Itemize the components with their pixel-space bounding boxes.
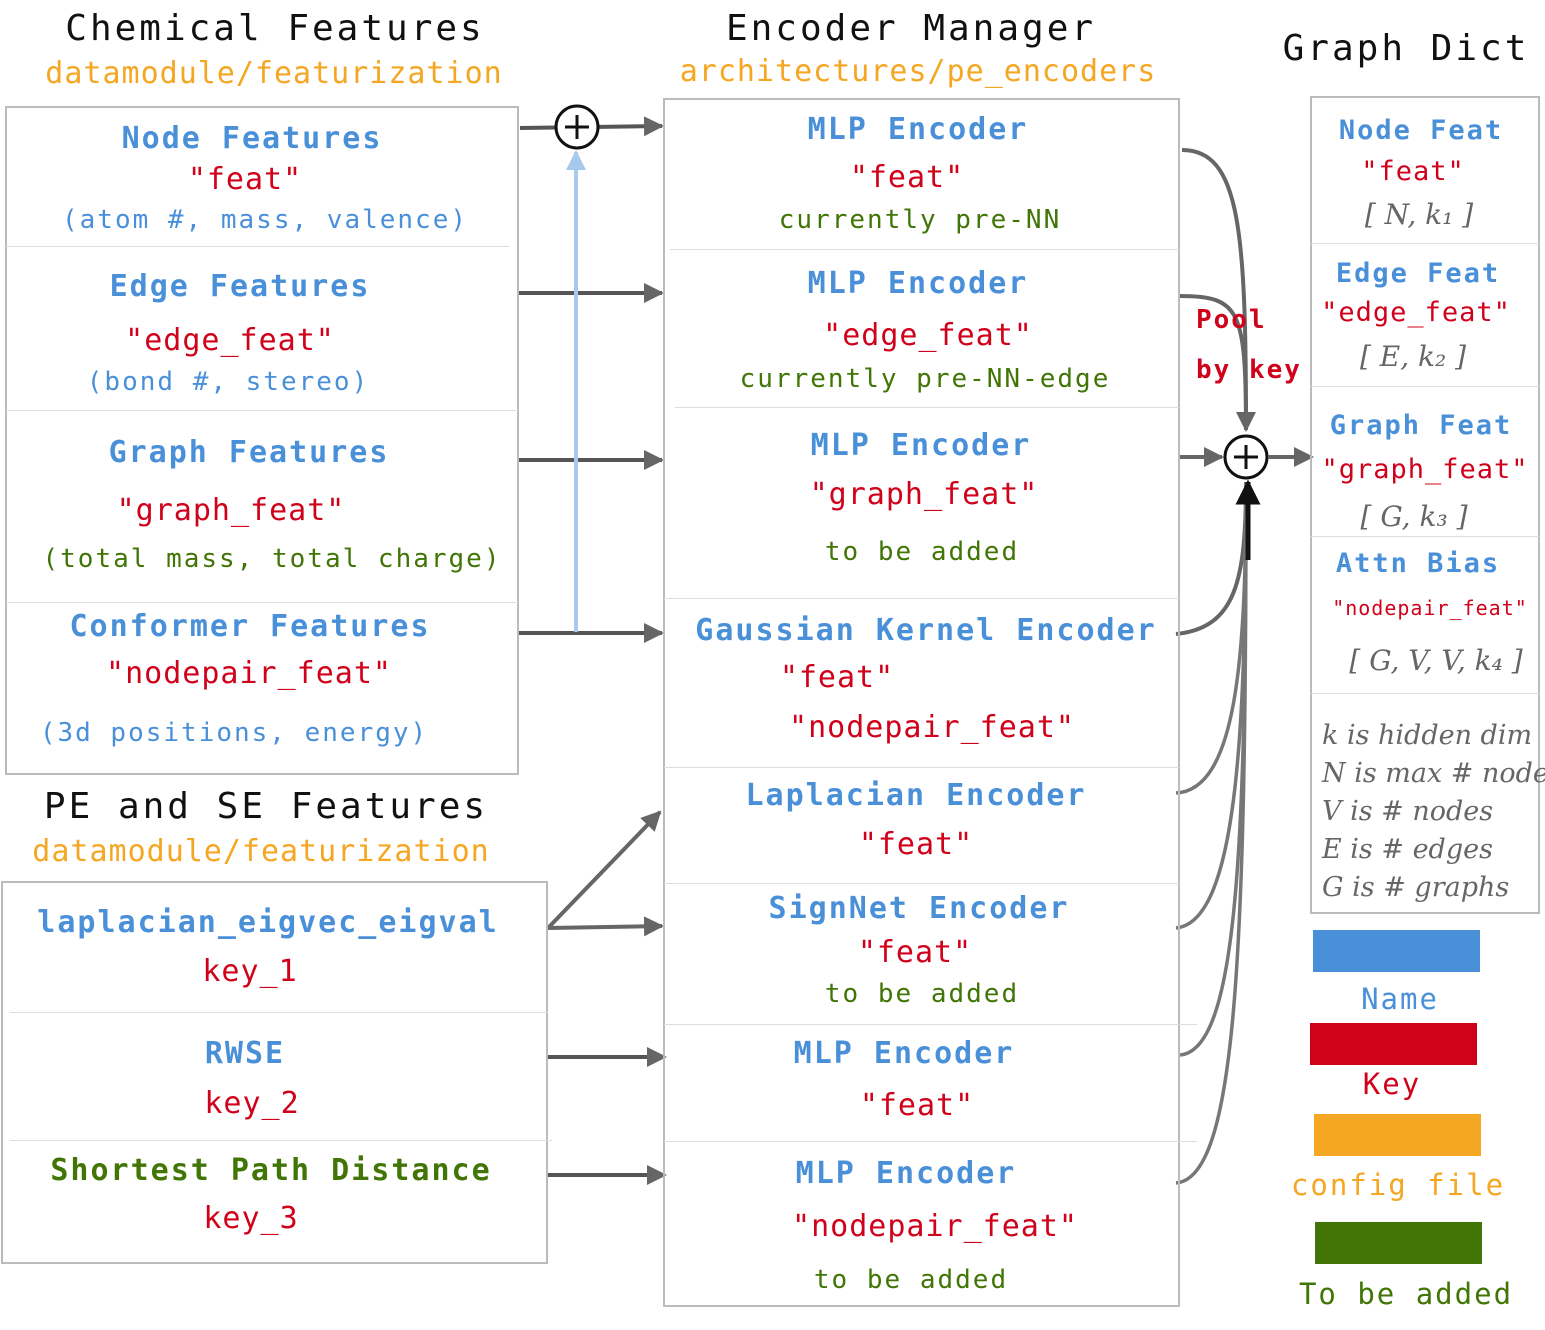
- dict-node-name: Node Feat: [1338, 115, 1504, 146]
- curve-enc-6: [1175, 481, 1248, 930]
- rwse-name: RWSE: [204, 1036, 286, 1071]
- graph-features-desc: (total mass, total charge): [42, 544, 502, 574]
- legend-label-name: Name: [1361, 982, 1439, 1016]
- curve-enc-4: [1175, 481, 1248, 636]
- encoder-3-note: to be added: [824, 537, 1020, 567]
- encoder-1-note: currently pre-NN: [778, 205, 1062, 235]
- encoder-2-note: currently pre-NN-edge: [739, 364, 1111, 394]
- encoder-8-key: "nodepair_feat": [792, 1209, 1078, 1244]
- curve-enc-5: [1175, 481, 1248, 795]
- pese-title: PE and SE Features: [43, 786, 489, 827]
- encoder-6-key: "feat": [857, 935, 973, 970]
- dict-note-5: G is # graphs: [1322, 872, 1510, 903]
- node-features-desc: (atom #, mass, valence): [61, 205, 469, 235]
- laplacian-eigvec-key: key_1: [202, 954, 298, 989]
- dict-graph-name: Graph Feat: [1329, 410, 1513, 441]
- edge-features-desc: (bond #, stereo): [86, 367, 370, 397]
- dict-note-2: N is max # nodes: [1322, 758, 1545, 789]
- arrow-laplacian-to-laplacian: [546, 810, 662, 930]
- node-features-key: "feat": [187, 162, 303, 197]
- edge-features-name: Edge Features: [109, 269, 371, 304]
- curve-enc-8: [1175, 481, 1248, 1185]
- dict-note-3: V is # nodes: [1322, 796, 1494, 827]
- node-features-name: Node Features: [121, 121, 383, 156]
- dict-attn-shape: [ G, V, V, k₄ ]: [1349, 644, 1523, 677]
- pese-features-box: [1, 881, 548, 1264]
- encoder-title: Encoder Manager: [725, 8, 1097, 49]
- encoder-7-key: "feat": [859, 1088, 975, 1123]
- arrow-laplacian-to-signnet: [547, 916, 664, 937]
- encoder-config: architectures/pe_encoders: [679, 54, 1157, 89]
- dict-graph-key: "graph_feat": [1321, 454, 1529, 485]
- conformer-features-name: Conformer Features: [69, 609, 431, 644]
- pool-label-line2: by key: [1196, 355, 1302, 385]
- curve-enc-2: [1179, 294, 1248, 431]
- encoder-7-name: MLP Encoder: [793, 1036, 1015, 1071]
- dict-attn-name: Attn Bias: [1335, 548, 1501, 579]
- pool-label-line1: Pool: [1196, 305, 1267, 335]
- encoder-8-note: to be added: [813, 1265, 1009, 1295]
- encoder-4-key2: "nodepair_feat": [789, 710, 1075, 745]
- encoder-3-name: MLP Encoder: [810, 428, 1032, 463]
- encoder-manager-box: [663, 98, 1180, 1307]
- legend-swatch-name: [1313, 930, 1480, 972]
- encoder-5-key: "feat": [858, 827, 974, 862]
- curve-enc-1: [1181, 148, 1256, 432]
- dict-edge-key: "edge_feat": [1321, 297, 1511, 328]
- dict-attn-key: "nodepair_feat": [1332, 596, 1528, 620]
- encoder-6-name: SignNet Encoder: [768, 891, 1070, 926]
- conformer-features-desc: (3d positions, energy): [39, 718, 429, 748]
- laplacian-eigvec-name: laplacian_eigvec_eigval: [37, 905, 499, 940]
- encoder-4-name: Gaussian Kernel Encoder: [695, 613, 1157, 648]
- encoder-6-note: to be added: [824, 979, 1020, 1009]
- chemical-title: Chemical Features: [65, 8, 485, 49]
- pese-config: datamodule/featurization: [32, 834, 490, 869]
- conformer-features-key: "nodepair_feat": [106, 656, 392, 691]
- legend-label-to-be-added: To be added: [1298, 1277, 1514, 1311]
- graph-dict-box: [1310, 96, 1540, 914]
- dict-node-key: "feat": [1361, 156, 1465, 187]
- encoder-5-name: Laplacian Encoder: [745, 778, 1087, 813]
- encoder-1-key: "feat": [849, 160, 965, 195]
- dict-edge-name: Edge Feat: [1335, 258, 1501, 289]
- spd-key: key_3: [203, 1201, 299, 1236]
- graphdict-title: Graph Dict: [1282, 28, 1530, 69]
- legend-swatch-config: [1314, 1114, 1481, 1156]
- chemical-config: datamodule/featurization: [45, 56, 503, 91]
- dict-node-shape: [ N, k₁ ]: [1364, 198, 1474, 231]
- legend-swatch-key: [1310, 1023, 1477, 1065]
- legend-swatch-to-be-added: [1315, 1222, 1482, 1264]
- encoder-4-key: "feat": [779, 660, 895, 695]
- rwse-key: key_2: [204, 1086, 300, 1121]
- legend-label-key: Key: [1362, 1067, 1422, 1101]
- chemical-features-box: [5, 106, 519, 775]
- encoder-8-name: MLP Encoder: [795, 1156, 1017, 1191]
- dict-edge-shape: [ E, k₂ ]: [1359, 340, 1467, 373]
- dict-graph-shape: [ G, k₃ ]: [1360, 500, 1468, 533]
- edge-features-key: "edge_feat": [125, 323, 335, 358]
- encoder-1-name: MLP Encoder: [807, 112, 1029, 147]
- encoder-2-key: "edge_feat": [823, 318, 1033, 353]
- graph-features-name: Graph Features: [108, 435, 390, 470]
- encoder-3-key: "graph_feat": [809, 477, 1039, 512]
- dict-note-1: k is hidden dim: [1322, 720, 1533, 751]
- legend-label-config: config file: [1290, 1168, 1506, 1202]
- graph-features-key: "graph_feat": [116, 493, 346, 528]
- dict-note-4: E is # edges: [1322, 834, 1493, 865]
- encoder-2-name: MLP Encoder: [807, 266, 1029, 301]
- spd-name: Shortest Path Distance: [50, 1153, 492, 1188]
